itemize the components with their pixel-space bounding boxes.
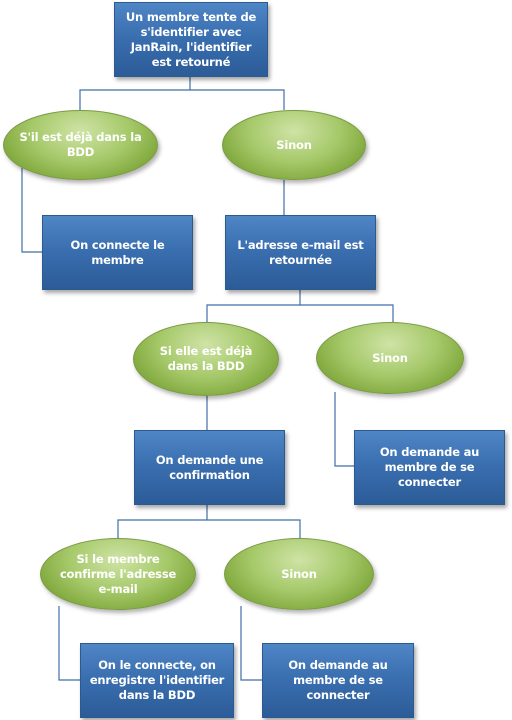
node-else-1-label: Sinon (276, 137, 312, 152)
node-ask-login-1: On demande au membre de se connecter (354, 430, 505, 505)
node-ask-login-1-label: On demande au membre de se connecter (379, 445, 480, 489)
node-else-2-label: Sinon (372, 350, 408, 365)
node-ask-login-2: On demande au membre de se connecter (262, 643, 414, 718)
node-else-3-label: Sinon (281, 566, 317, 581)
node-ask-confirmation: On demande une confirmation (134, 430, 285, 505)
connector-member-confirms-to-save (58, 606, 80, 681)
connector-root-to-options (79, 77, 191, 110)
node-member-confirms: Si le membre confirme l'adresse e-mail (40, 538, 196, 610)
connector-email-returned-to-else-2 (300, 304, 394, 322)
connector-already-in-db-to-connect (21, 168, 42, 253)
node-root-label: Un membre tente de s'identifier avec Jan… (125, 9, 257, 69)
node-ask-confirmation-label: On demande une confirmation (155, 452, 264, 482)
node-already-in-db-label: S'il est déjà dans la BDD (19, 130, 142, 159)
node-email-in-db: Si elle est déjà dans la BDD (133, 322, 279, 396)
node-email-in-db-label: Si elle est déjà dans la BDD (159, 344, 253, 373)
node-email-returned: L'adresse e-mail est retournée (225, 215, 376, 290)
connector-root-to-else-1 (190, 89, 285, 110)
node-else-2: Sinon (316, 322, 464, 394)
node-root: Un membre tente de s'identifier avec Jan… (114, 2, 268, 77)
node-connect-member-label: On connecte le membre (70, 237, 165, 267)
connector-confirmation-split (117, 505, 208, 538)
node-connect-member: On connecte le membre (42, 215, 193, 290)
connector-else-2-to-ask-login (334, 392, 354, 467)
node-else-1: Sinon (222, 110, 366, 180)
node-connect-and-save-label: On le connecte, on enregistre l'identifi… (89, 658, 225, 702)
node-email-returned-label: L'adresse e-mail est retournée (237, 237, 364, 267)
node-connect-and-save: On le connecte, on enregistre l'identifi… (80, 643, 234, 718)
connector-confirmation-to-else-3 (207, 519, 301, 538)
connector-email-returned-split (206, 290, 301, 322)
node-else-3: Sinon (224, 538, 374, 610)
node-ask-login-2-label: On demande au membre de se connecter (288, 658, 388, 702)
connector-else-3-to-ask-login (240, 606, 262, 681)
node-member-confirms-label: Si le membre confirme l'adresse e-mail (59, 551, 177, 596)
node-already-in-db: S'il est déjà dans la BDD (3, 110, 158, 180)
